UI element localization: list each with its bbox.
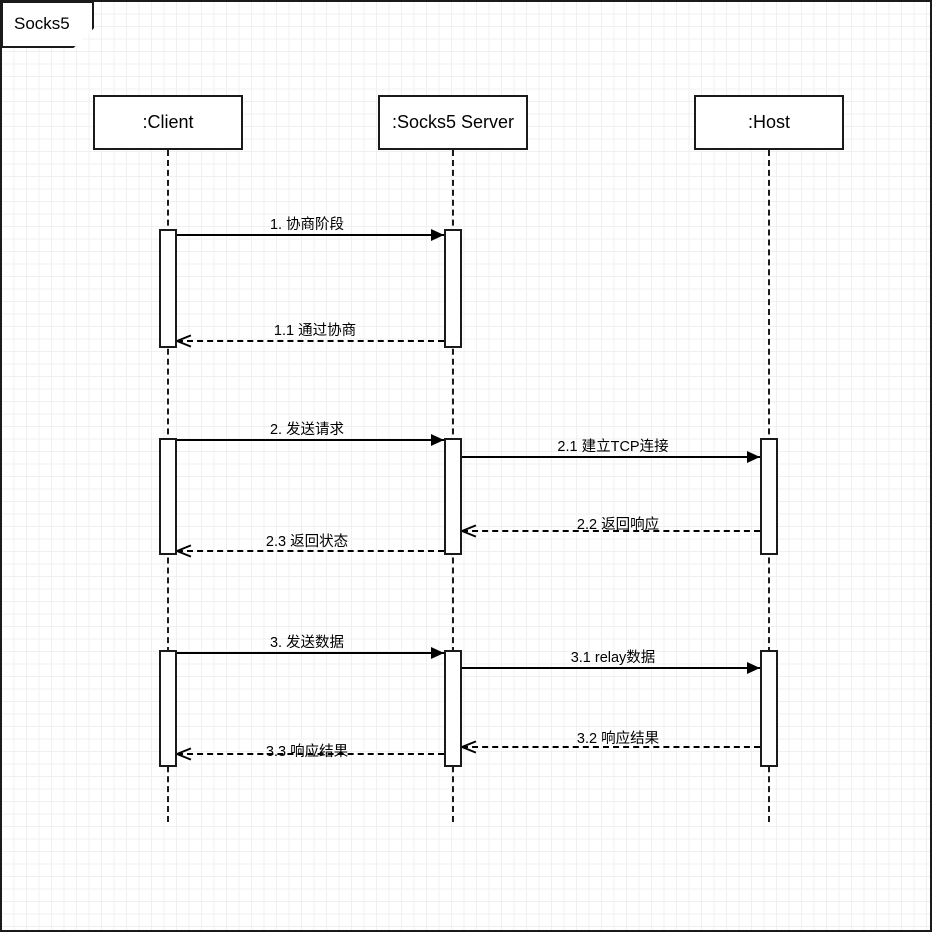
message-line-3-1[interactable] [462,667,760,669]
activation-bar-client[interactable] [159,438,177,555]
message-line-3-[interactable] [177,652,444,654]
message-line-2-[interactable] [177,439,444,441]
lifeline-head-server[interactable]: :Socks5 Server [378,95,528,150]
lifeline-label-client: :Client [142,112,194,132]
message-arrowhead-2-2 [462,524,475,537]
message-line-2-3[interactable] [177,550,444,552]
message-label-3-1: 3.1 relay数据 [570,650,656,666]
activation-bar-host[interactable] [760,438,778,555]
activation-bar-client[interactable] [159,650,177,767]
frame-label-text: Socks5 [14,14,70,33]
activation-bar-server[interactable] [444,229,462,348]
message-arrowhead-1- [431,229,444,241]
activation-bar-server[interactable] [444,650,462,767]
message-arrowhead-1-1 [177,334,190,347]
message-line-3-2[interactable] [462,746,760,748]
message-label-2-: 2. 发送请求 [269,422,345,438]
lifeline-head-host[interactable]: :Host [694,95,844,150]
message-arrowhead-2-1 [747,451,760,463]
message-line-3-3[interactable] [177,753,444,755]
frame-label-tab [2,2,94,48]
activation-bar-host[interactable] [760,650,778,767]
message-label-2-2: 2.2 返回响应 [576,517,660,533]
message-arrowhead-3- [431,647,444,659]
lifeline-label-host: :Host [747,112,790,132]
lifeline-head-client[interactable]: :Client [93,95,243,150]
message-arrowhead-3-3 [177,747,190,760]
message-arrowhead-2- [431,434,444,446]
message-line-1-[interactable] [177,234,444,236]
message-arrowhead-2-3 [177,544,190,557]
message-label-1-: 1. 协商阶段 [269,217,345,233]
message-label-3-2: 3.2 响应结果 [576,731,660,747]
message-line-1-1[interactable] [177,340,444,342]
message-arrowhead-3-2 [462,740,475,753]
message-line-2-1[interactable] [462,456,760,458]
activation-bar-client[interactable] [159,229,177,348]
message-label-2-1: 2.1 建立TCP连接 [557,439,669,455]
activation-bar-server[interactable] [444,438,462,555]
message-label-3-: 3. 发送数据 [269,635,345,651]
message-label-2-3: 2.3 返回状态 [265,534,349,550]
message-label-1-1: 1.1 通过协商 [273,323,357,339]
message-line-2-2[interactable] [462,530,760,532]
message-label-3-3: 3.3 响应结果 [265,744,349,760]
message-arrowhead-3-1 [747,662,760,674]
lifeline-label-server: :Socks5 Server [391,112,515,132]
